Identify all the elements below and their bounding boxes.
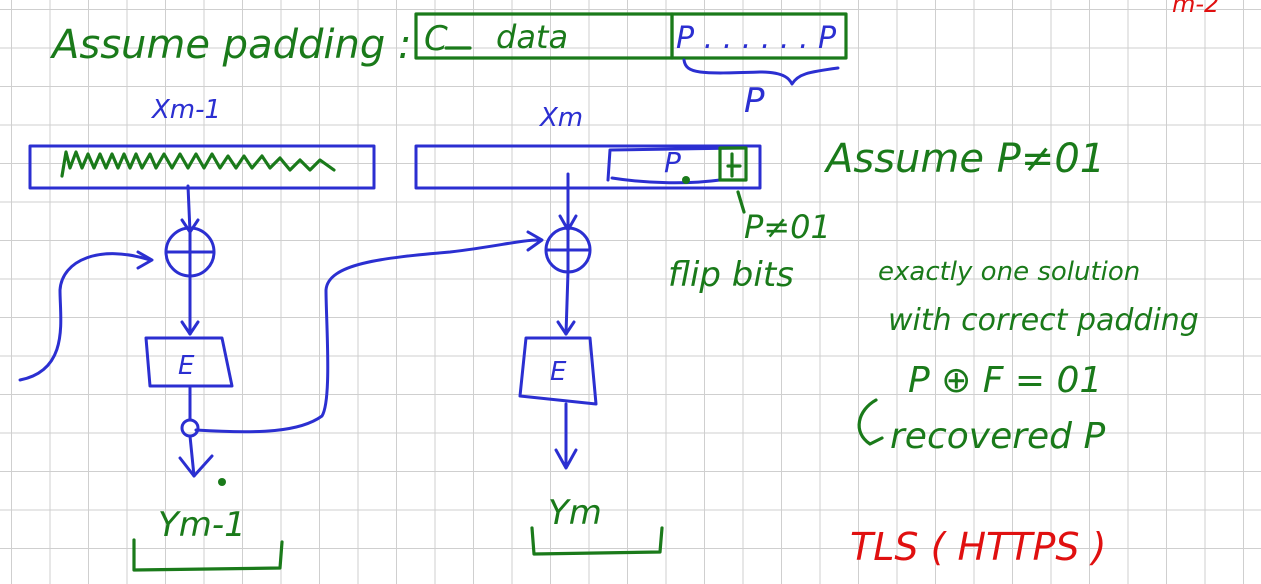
e-prev-label: E: [178, 351, 195, 381]
out-arrow: [188, 434, 196, 478]
xor-equation-note: P ⊕ F = 01: [908, 360, 1102, 401]
ciphertext-scribble: [60, 150, 336, 178]
correct-padding-note: with correct padding: [888, 303, 1199, 338]
x-prev-box: [28, 144, 376, 190]
hook-arrow: [857, 398, 884, 446]
xor-last-cross: [544, 226, 592, 274]
recovered-p-note: recovered P: [890, 416, 1105, 457]
block-x-prev: Xm-1: [28, 95, 376, 190]
block-cipher-prev: [144, 336, 234, 388]
padding-block: [670, 12, 848, 60]
padding-layout: C data P . . . . . . P P: [414, 12, 848, 121]
arrow-head: [556, 320, 576, 336]
corner-label: m-2: [1172, 0, 1219, 18]
arrow-head: [180, 320, 200, 336]
block-x-last: Xm P: [414, 103, 762, 190]
y-prev-label: Ym-1: [158, 505, 246, 545]
attack-notes: Assume P≠01 P≠01 flip bits exactly one s…: [668, 136, 1199, 457]
padding-brace: [682, 58, 840, 86]
arrow-head: [178, 454, 214, 478]
last-byte-mark: [726, 152, 742, 178]
x-last-box: [414, 144, 762, 190]
y-prev-bracket: [132, 538, 284, 572]
exactly-one-note: exactly one solution: [878, 257, 1140, 287]
cbc-chain-last: E Ym: [518, 172, 664, 556]
x-last-label: Xm: [538, 103, 583, 133]
block-cipher-last: [518, 336, 598, 406]
last-byte-box: [718, 146, 748, 182]
arrow-head: [136, 250, 154, 270]
split-node: [180, 418, 200, 438]
tls-https-note: TLS ( HTTPS ): [850, 525, 1106, 569]
ink-dot: [218, 478, 226, 486]
e-last-label: E: [550, 357, 567, 387]
arrow-head: [554, 448, 578, 470]
assume-p-note: Assume P≠01: [823, 136, 1105, 182]
y-last-label: Ym: [548, 493, 602, 533]
xor-prev-cross: [164, 226, 216, 278]
padding-region-mark: [606, 146, 742, 182]
pointer-stroke: [736, 190, 746, 214]
cbc-chain-prev: E Ym-1: [18, 184, 284, 572]
last-byte-label: P: [664, 146, 681, 179]
padding-underline: [610, 176, 722, 185]
arrow-head: [526, 230, 544, 252]
pad-label: P . . . . . . P: [676, 21, 837, 56]
p-not-01-note: P≠01: [744, 208, 831, 246]
chain-connection-arrow: [194, 238, 542, 434]
brace-p-label: P: [744, 81, 765, 121]
xor-to-e-last-arrow: [564, 270, 570, 336]
x-prev-to-xor-arrow: [186, 184, 192, 234]
x-prev-label: Xm-1: [150, 95, 221, 125]
y-last-bracket: [530, 526, 664, 556]
flip-bits-note: flip bits: [668, 255, 794, 295]
c-label: C: [424, 19, 448, 59]
ink-dot: [682, 176, 690, 184]
assume-padding-title: Assume padding :: [49, 22, 411, 68]
prev-iv-arrow: [18, 252, 152, 382]
data-label: data: [496, 18, 568, 56]
